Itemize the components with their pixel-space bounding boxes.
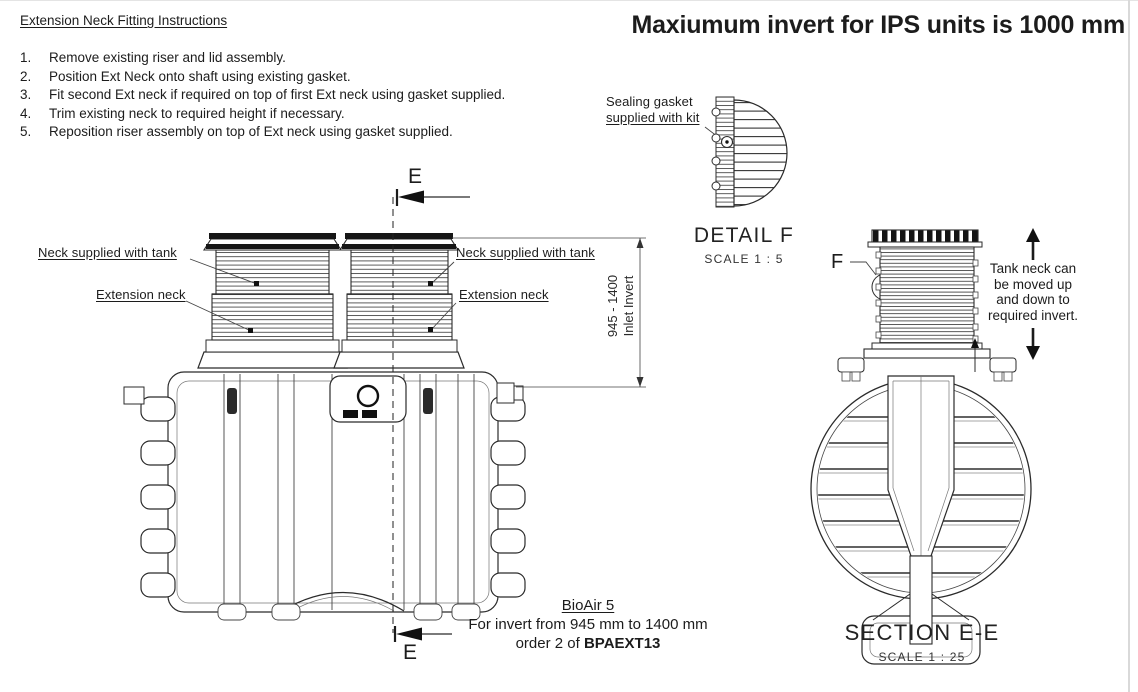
left-neck-drawing xyxy=(197,233,348,369)
instruction-step: 4. Trim existing neck to required height… xyxy=(20,105,505,124)
label-neck-supplied-right: Neck supplied with tank xyxy=(456,245,595,260)
instruction-step: 5. Reposition riser assembly on top of E… xyxy=(20,123,505,142)
neck-edge-nubs xyxy=(875,251,979,343)
step-text: Reposition riser assembly on top of Ext … xyxy=(49,124,453,140)
note-line1: Tank neck can xyxy=(989,261,1077,276)
detail-f-drawing xyxy=(704,96,788,208)
section-letter-bottom: E xyxy=(403,641,418,664)
instruction-step: 1. Remove existing riser and lid assembl… xyxy=(20,49,505,68)
max-invert-note: Maxiumum invert for IPS units is 1000 mm xyxy=(631,11,1125,39)
section-letter-top: E xyxy=(408,165,423,188)
right-neck-drawing xyxy=(333,233,465,369)
note-line4: required invert. xyxy=(987,307,1079,323)
inlet-invert-dimension-text: 945 - 1400 Inlet Invert xyxy=(605,251,639,361)
up-arrow-icon xyxy=(1026,228,1040,260)
sealing-gasket-callout: Sealing gasket supplied with kit xyxy=(606,94,699,126)
tank-access-panel xyxy=(329,375,407,423)
label-extension-neck-right: Extension neck xyxy=(459,287,549,302)
order-line: order 2 of BPAEXT13 xyxy=(416,634,760,653)
note-line3: and down to xyxy=(996,292,1070,307)
callout-line2: supplied with kit xyxy=(606,110,700,125)
section-ee-title: SECTION E-E xyxy=(844,620,1000,645)
down-arrow-icon xyxy=(1026,328,1040,360)
tank-right-ribs xyxy=(490,396,526,598)
step-text: Remove existing riser and lid assembly. xyxy=(49,50,286,65)
callout-line1: Sealing gasket xyxy=(606,94,693,109)
order-prefix: order 2 of xyxy=(515,635,584,652)
step-text: Position Ext Neck onto shaft using exist… xyxy=(49,68,351,84)
section-ee-drawing xyxy=(810,228,1040,665)
step-number: 5. xyxy=(20,124,32,140)
dimension-label: Inlet Invert xyxy=(621,275,636,337)
note-line2: be moved up xyxy=(993,276,1073,292)
detail-f-title: DETAIL F xyxy=(693,224,795,247)
sheet-border-top xyxy=(0,0,1138,1)
label-extension-neck-left: Extension neck xyxy=(96,287,186,302)
label-neck-supplied-left: Neck supplied with tank xyxy=(38,245,177,260)
step-text: Fit second Ext neck if required on top o… xyxy=(49,87,506,103)
step-number: 4. xyxy=(20,105,32,121)
step-text: Trim existing neck to required height if… xyxy=(49,105,345,121)
dimension-range: 945 - 1400 xyxy=(605,274,620,338)
instructions-list: 1. Remove existing riser and lid assembl… xyxy=(20,49,505,142)
front-view-tank-drawing xyxy=(123,233,526,621)
order-note: BioAir 5 For invert from 945 mm to 1400 … xyxy=(416,596,760,653)
detail-f-scale: SCALE 1 : 5 xyxy=(704,252,784,266)
instruction-step: 2. Position Ext Neck onto shaft using ex… xyxy=(20,68,505,87)
inlet-invert-dimension xyxy=(452,237,646,388)
product-name: BioAir 5 xyxy=(561,597,615,614)
step-number: 3. xyxy=(20,87,32,103)
instruction-step: 3. Fit second Ext neck if required on to… xyxy=(20,86,505,105)
sheet-border-right xyxy=(1128,0,1130,692)
part-number: BPAEXT13 xyxy=(583,635,661,652)
invert-range-line: For invert from 945 mm to 1400 mm xyxy=(468,616,708,633)
step-number: 1. xyxy=(20,50,32,65)
step-number: 2. xyxy=(20,68,32,84)
detail-f-ref-letter: F xyxy=(831,251,844,273)
front-view-leader-lines xyxy=(185,258,457,333)
tank-vertical-channels xyxy=(223,374,475,610)
tank-neck-note: Tank neck can be moved up and down to re… xyxy=(970,261,1096,323)
instructions-heading: Extension Neck Fitting Instructions xyxy=(20,13,228,28)
section-cut-line xyxy=(392,189,470,642)
tank-left-ribs xyxy=(140,396,176,598)
section-ee-scale: SCALE 1 : 25 xyxy=(878,650,966,664)
